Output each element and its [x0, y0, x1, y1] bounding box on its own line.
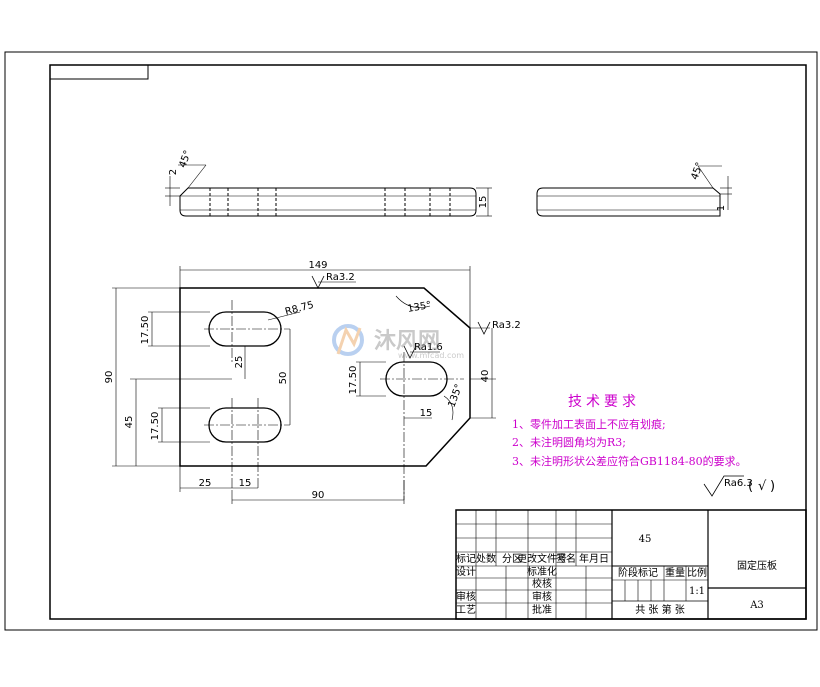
label-check: 校核	[532, 577, 552, 590]
label-change-doc: 更改文件号	[517, 552, 567, 565]
slot-bottom	[208, 407, 282, 443]
thickness-dim: 15	[478, 196, 489, 209]
roughness-edge: Ra3.2	[492, 320, 521, 331]
title-block	[455, 509, 807, 620]
dim-15-right: 15	[420, 408, 433, 419]
sheet-size: A3	[749, 600, 764, 611]
watermark: 沐风网 www.mfcad.com	[332, 324, 464, 360]
dim-15-bottom: 15	[239, 478, 252, 489]
tech-req-item-1: 1、零件加工表面上不应有划痕;	[512, 417, 666, 431]
label-date: 年月日	[579, 552, 609, 565]
dim-90-bottom: 90	[312, 490, 325, 501]
label-count: 处数	[476, 552, 496, 565]
plan-view	[112, 266, 496, 504]
label-ratio: 比例	[687, 566, 707, 579]
dim-overall-height: 90	[104, 371, 115, 384]
label-review: 审核	[456, 590, 476, 603]
general-roughness-check: √	[758, 479, 767, 494]
chamfer-angle-left: 45°	[177, 149, 193, 169]
general-roughness-paren-close: )	[770, 479, 775, 494]
tech-req-item-2: 2、未注明圆角均为R3;	[512, 435, 626, 449]
dim-slot-width-right: 17.50	[348, 366, 359, 395]
dim-50: 50	[278, 372, 289, 385]
label-total-sheets: 共 张 第 张	[635, 603, 685, 616]
inner-frame	[49, 64, 807, 620]
scale: 1:1	[689, 586, 705, 597]
dim-angle-bottom: 135°	[446, 383, 465, 409]
general-roughness-value: Ra6.3	[724, 478, 753, 489]
label-zone: 分区	[502, 553, 522, 565]
corner-code-box	[49, 64, 149, 80]
watermark-logo-icon	[332, 324, 364, 356]
label-process: 工艺	[456, 604, 476, 616]
roughness-slot: Ra1.6	[414, 342, 443, 353]
dim-45: 45	[124, 416, 135, 429]
label-sign: 签名	[556, 552, 576, 565]
dim-slot-width-bottom: 17.50	[150, 412, 161, 441]
dim-slot-width-top: 17.50	[140, 316, 151, 345]
side-view-right	[536, 165, 732, 217]
chamfer-right-dim: 1	[716, 205, 727, 211]
general-roughness-paren-open: (	[748, 479, 753, 494]
watermark-url: www.mfcad.com	[398, 351, 464, 360]
slot-right	[385, 361, 448, 397]
label-design: 设计	[456, 565, 476, 578]
dim-25-vertical: 25	[234, 356, 245, 369]
watermark-brand: 沐风网	[374, 329, 440, 354]
label-weight: 重量	[665, 566, 685, 579]
side-view-left	[165, 164, 492, 217]
dim-angle-top: 135°	[407, 300, 433, 315]
outer-frame	[4, 51, 818, 631]
dim-25-bottom: 25	[199, 478, 212, 489]
label-standardize: 标准化	[527, 565, 557, 578]
label-mark: 标记	[456, 553, 476, 565]
dim-slot-radius: R8.75	[284, 300, 315, 318]
chamfer-left-dim: 2	[168, 169, 179, 175]
label-stage-mark: 阶段标记	[618, 566, 658, 579]
roughness-top: Ra3.2	[326, 272, 355, 283]
general-roughness	[703, 475, 744, 497]
material: 45	[639, 534, 652, 545]
chamfer-angle-right: 45°	[689, 161, 705, 181]
tech-req-item-3: 3、未注明形状公差应符合GB1184-80的要求。	[512, 454, 747, 468]
label-audit: 审核	[532, 590, 552, 603]
tech-req-title: 技术要求	[568, 394, 640, 410]
label-approve: 批准	[532, 603, 552, 616]
dim-overall-length: 149	[308, 260, 327, 271]
part-name: 固定压板	[737, 559, 777, 572]
dim-40: 40	[480, 370, 491, 383]
